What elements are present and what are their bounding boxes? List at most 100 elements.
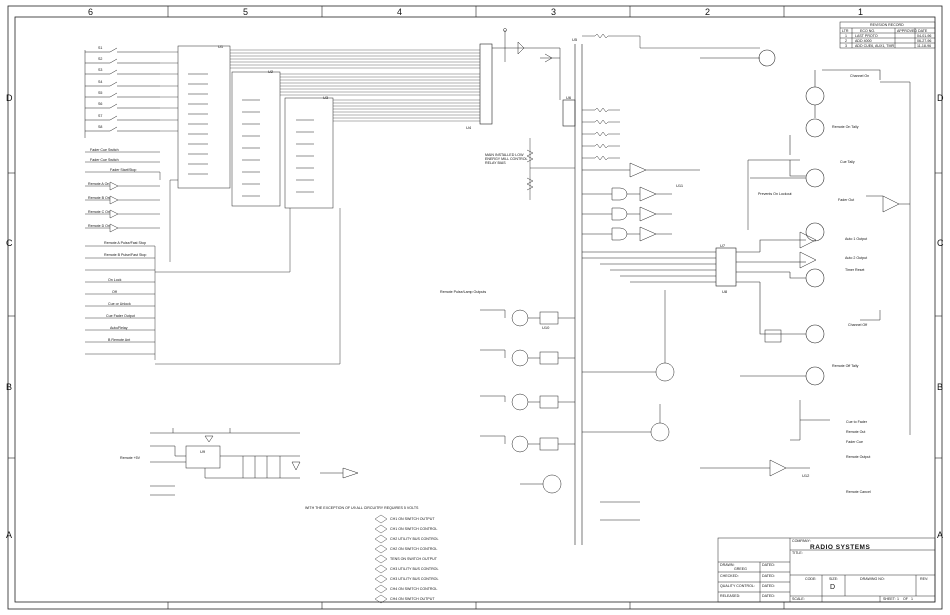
released-dated-label: DATED: <box>762 594 775 598</box>
ic-label-u6: U6 <box>566 95 572 100</box>
right-label-11: Remote Out <box>846 430 866 434</box>
left-label-7: Remote D On <box>88 224 110 228</box>
right-label-4: Fader Out <box>838 198 855 202</box>
ic-label-u5: U5 <box>572 37 578 42</box>
bottom-list-6: CH3 UTILITY BUS CONTROL <box>390 567 439 571</box>
revision-col-eco: ECO NO. <box>860 29 876 33</box>
center-ic <box>582 247 790 287</box>
zone-ticks <box>8 6 942 609</box>
size-value: D <box>830 584 836 591</box>
switch-label-2: S2 <box>98 57 103 61</box>
left-label-1: Fader Cue Switch <box>90 148 119 152</box>
dip-network-2 <box>231 71 281 207</box>
left-label-14: Auto/Relay <box>110 326 128 330</box>
revision-header: REVISION RECORD <box>870 23 904 27</box>
bottom-list-4: CH2 ON SWITCH CONTROL <box>390 547 438 551</box>
remote-fet-stages <box>480 309 575 453</box>
revision-1-date: 04-01-96 <box>917 34 932 38</box>
left-label-10: On Lock <box>108 278 122 282</box>
drawn-by: GREEG <box>734 567 747 571</box>
right-fet-column <box>700 49 881 386</box>
ic-label-u10: U10 <box>542 325 550 330</box>
left-label-9: Remote B Pulse/Fast Stop <box>104 253 147 257</box>
right-label-7: Timer Reset <box>845 268 865 272</box>
left-label-13: Cue Fader Output <box>106 314 135 318</box>
right-label-8: Channel Off <box>848 323 868 327</box>
zone-row-b-right: B <box>937 382 944 392</box>
sheet-of-label: OF <box>903 597 908 601</box>
bottom-list-8: CH4 ON SWITCH CONTROL <box>390 587 438 591</box>
input-switch-group <box>84 47 160 138</box>
ic-label-u4: U4 <box>466 125 472 130</box>
left-label-3: Fader Start/Stop <box>110 168 137 172</box>
bottom-list-tags <box>374 514 388 604</box>
released-label: RELEASED: <box>720 594 741 598</box>
ic-label-u1: U1 <box>218 44 224 49</box>
ic-label-u9: U9 <box>200 449 206 454</box>
zone-col-3: 3 <box>551 7 557 17</box>
right-label-6: Auto 2 Output <box>845 256 868 260</box>
zone-col-4: 4 <box>397 7 403 17</box>
revision-block-frame <box>839 21 936 49</box>
timing-note: Prevents On Lockout <box>758 192 792 196</box>
switch-label-1: S1 <box>98 46 103 50</box>
scale-label: SCALE: <box>792 597 805 601</box>
ic-label-u12: U12 <box>802 473 810 478</box>
ic-label-u11: U11 <box>676 183 684 188</box>
right-label-1: Channel On <box>850 74 870 78</box>
sheet-label: SHEET: <box>883 597 896 601</box>
bottom-list-1: CH1 ON SWITCH OUTPUT <box>390 517 435 521</box>
switch-label-7: S7 <box>98 114 103 118</box>
remote-header: Remote Pulse/Lamp Outputs <box>440 290 487 294</box>
zone-row-a: A <box>6 530 13 540</box>
bus-lines <box>230 49 480 122</box>
quality-label: QUALITY CONTROL: <box>720 584 755 588</box>
left-label-12: Cue or Unlock <box>108 302 131 306</box>
quality-dated-label: DATED: <box>762 584 775 588</box>
revision-3-ltr: 3 <box>845 44 847 48</box>
zone-col-2: 2 <box>705 7 711 17</box>
zone-row-d: D <box>6 93 13 103</box>
code-label: CODE: <box>805 577 817 581</box>
upper-resistor-set <box>582 33 760 161</box>
top-bus-connector <box>492 28 561 100</box>
revision-2-ltr: 2 <box>845 39 847 43</box>
left-label-6: Remote C On <box>88 210 110 214</box>
bottom-list-5: TENS ON SWITCH OUTPUT <box>390 557 437 561</box>
zone-col-6: 6 <box>88 7 94 17</box>
revision-3-eco: ADD CUE6, AUX1, TMR <box>855 44 895 48</box>
left-label-11: Off <box>112 290 117 294</box>
bottom-list-3: CH2 UTILITY BUS CONTROL <box>390 537 439 541</box>
zone-col-5: 5 <box>243 7 249 17</box>
remote-input-wiring <box>85 151 341 365</box>
bottom-list-9: CH4 ON SWITCH OUTPUT <box>390 597 435 601</box>
switch-label-4: S4 <box>98 80 103 84</box>
revision-col-approved: APPROVED <box>897 29 917 33</box>
company-name: RADIO SYSTEMS <box>810 544 871 551</box>
zone-col-1: 1 <box>858 7 864 17</box>
right-label-10: Cue to Fader <box>846 420 867 424</box>
title-label: TITLE: <box>792 551 803 555</box>
right-rails <box>747 81 911 441</box>
checked-label: CHECKED: <box>720 574 739 578</box>
dip-network-1 <box>177 45 231 189</box>
left-label-8: Remote A Pulse/Fast Stop <box>104 241 146 245</box>
left-label-2: Fader Cue Switch <box>90 158 119 162</box>
switch-label-3: S3 <box>98 68 103 72</box>
switch-label-5: S5 <box>98 91 103 95</box>
right-label-5: Auto 1 Output <box>845 237 868 241</box>
zone-row-a-right: A <box>937 530 944 540</box>
revision-col-date: DATE <box>918 29 928 33</box>
ic-label-u2: U2 <box>268 69 274 74</box>
revision-2-eco: ADD 4000 <box>855 39 872 43</box>
revision-col-ltr: LTR <box>842 29 849 33</box>
right-label-9: Remote Off Tally <box>832 364 859 368</box>
ic-label-u3: U3 <box>323 95 329 100</box>
right-label-13: Remote Output <box>846 455 871 459</box>
left-label-5: Remote B On <box>88 196 110 200</box>
zone-row-d-right: D <box>937 93 944 103</box>
right-label-14: Remote Cancel <box>846 490 871 494</box>
zone-row-c: C <box>6 238 13 248</box>
middle-transistors <box>520 290 675 521</box>
